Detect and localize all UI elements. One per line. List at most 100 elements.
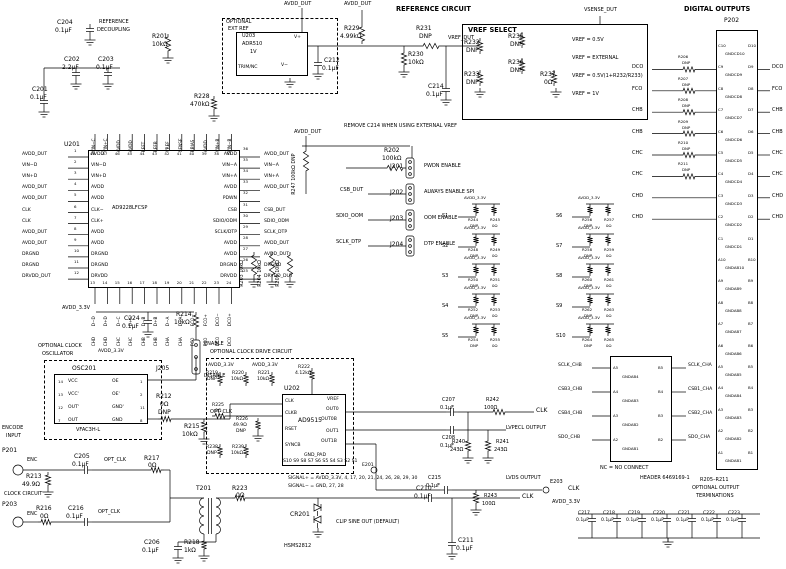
u201-pin-number: 21 <box>189 280 195 285</box>
net-avdd-dut: AVDD_DUT <box>264 185 290 191</box>
jumper-symbol <box>405 183 415 205</box>
resistor-symbol <box>680 130 698 138</box>
label-avdd-3-3v: AVDD_3.3V <box>98 349 124 354</box>
u201-pin-name: AVDD <box>91 185 105 191</box>
p202-pin-b7: B7 <box>748 321 754 327</box>
label-v: V− <box>281 63 288 68</box>
u201-pin-name: VIN−D <box>91 163 107 169</box>
u201-pin-number: 38 <box>214 151 219 156</box>
label-enc: ENC <box>27 457 38 463</box>
u201-pin-name: REFT <box>140 141 146 153</box>
title-optional-clock-drive: OPTIONAL CLOCK DRIVE CIRCUIT <box>210 349 293 355</box>
u201-pin-name: REFB <box>152 141 158 153</box>
net-avdd-dut: AVDD_DUT <box>264 152 290 157</box>
net-s1: S1 <box>442 213 449 219</box>
u201-pin-name: VIN−C <box>90 138 96 153</box>
label-dnp: DNP <box>682 167 691 173</box>
u201-pin-number: 47 <box>102 151 108 156</box>
label-vref-1v: VREF = 1V <box>572 91 599 97</box>
u201-pin-number: 48 <box>90 151 95 156</box>
label-10k: 10kΩ <box>182 431 198 438</box>
u201-pin-name: VIN+B <box>214 138 220 153</box>
p202-pin-a7: A7 <box>718 321 724 327</box>
osc201-pin-number: 7 <box>58 418 61 423</box>
signal-sclk-cha: SCLK_CHA <box>688 363 712 368</box>
title-encode-input-1: ENCODE <box>2 425 24 431</box>
net-s8: S8 <box>556 273 563 279</box>
u201-pin-name: DRGND <box>91 251 109 257</box>
u201-pin-number: 27 <box>243 245 248 251</box>
label-0-1-f: 0.1µF <box>651 518 664 523</box>
label-r216: R216 <box>36 505 52 512</box>
label-0-1-f: 0.1µF <box>30 94 47 101</box>
u201-pin-number: 28 <box>243 234 248 240</box>
resistor-symbol <box>587 234 593 246</box>
label-r256: R256 <box>582 217 593 222</box>
u201-pin-number: 36 <box>243 146 248 151</box>
title-vref-select: VREF SELECT <box>468 26 517 34</box>
label-0: 0Ω <box>492 253 498 258</box>
label-0: 0Ω <box>236 492 245 499</box>
u201-pin-number: 33 <box>243 179 248 185</box>
net-s7: S7 <box>556 243 563 249</box>
title-optional-clock-oscillator-2: OSCILLATOR <box>42 351 74 357</box>
title-reference-decoupling-1: REFERENCE <box>99 19 129 25</box>
label-dnp: DNP <box>466 79 479 86</box>
label-0: 0Ω <box>40 513 49 520</box>
label-c204: C204 <box>57 19 73 26</box>
pin-a4: A4 <box>613 389 619 394</box>
label-dnp: DNP <box>466 47 479 54</box>
title-reference-circuit: REFERENCE CIRCUIT <box>396 5 471 13</box>
net-avdd-3-3v: AVDD_3.3V <box>464 255 486 260</box>
net-s4: S4 <box>442 303 449 309</box>
resistor-symbol <box>420 42 442 50</box>
label-100: 100Ω <box>484 405 498 411</box>
u201-pin-number: 44 <box>139 151 145 156</box>
net-chb: CHB <box>152 337 158 347</box>
resistor-symbol <box>268 252 276 278</box>
label-r252: R252 <box>468 307 479 312</box>
net-cha: CHA <box>165 337 171 347</box>
p202-pin-d10: D10 <box>748 43 756 48</box>
label-0-1-f: 0.1µF <box>440 443 455 449</box>
signal-sclk-chb: SCLK_CHB <box>558 363 582 368</box>
label-lvds-output: LVDS OUTPUT <box>506 475 541 481</box>
title-clock-circuit: CLOCK CIRCUIT <box>4 491 43 497</box>
u201-pin-number: 31 <box>243 201 248 207</box>
label-49-9: 49.9Ω <box>233 423 247 428</box>
resistor-symbol <box>680 108 698 116</box>
label-r220: R220 <box>232 371 244 376</box>
resistor-symbol <box>605 294 611 306</box>
p202-net-gndcd4: GNDCD4 <box>725 179 743 185</box>
label-e203: E203 <box>550 479 563 485</box>
label-0: 0Ω <box>606 283 612 288</box>
p202-net-gndcd1: GNDCD1 <box>725 243 743 249</box>
u201-pin-name: D+C <box>127 316 133 327</box>
resistor-symbol <box>473 294 479 306</box>
resistor-symbol <box>473 324 479 336</box>
label-e201: E201 <box>362 463 374 468</box>
signal-chb-in: CHB <box>632 107 643 114</box>
label-0-1-f: 0.1µF <box>66 513 83 520</box>
net-gndab2: GNDAB2 <box>622 422 639 427</box>
signal-chb-out: CHB <box>772 128 783 135</box>
label-clk: CLK <box>285 399 294 404</box>
label-r265: R265 <box>604 337 615 342</box>
optional-clock-oscillator-box <box>44 360 162 440</box>
signal-fco-in: FCO <box>632 85 643 92</box>
signal-chd-in: CHD <box>632 214 644 221</box>
resistor-symbol <box>587 264 593 276</box>
label-r214: R214 <box>176 311 192 318</box>
resistor-symbol <box>491 234 497 246</box>
resistor-symbol <box>464 438 472 454</box>
u201-pin-name: VREF <box>165 141 171 153</box>
jumper-pin <box>194 367 198 371</box>
jumper-pin <box>408 224 412 228</box>
u201-pin-number: 19 <box>164 280 170 285</box>
title-optional-clock-oscillator-1: OPTIONAL CLOCK <box>38 343 82 349</box>
u201-pin-name: DCO− <box>214 313 220 327</box>
label-v: V+ <box>294 35 301 40</box>
label-0-1-f: 0.1µF <box>601 518 614 523</box>
label-vref-external: VREF = EXTERNAL <box>572 55 619 61</box>
label-r213: R213 <box>26 473 42 480</box>
